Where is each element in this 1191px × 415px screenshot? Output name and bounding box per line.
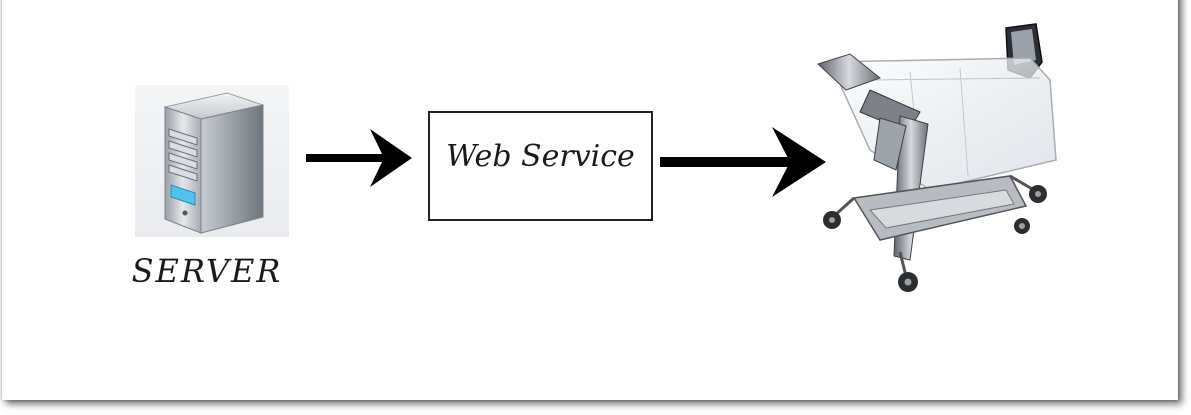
server-tower-icon bbox=[135, 85, 289, 237]
server-label: SERVER bbox=[131, 252, 283, 290]
shopping-cart-with-screen-icon bbox=[810, 20, 1060, 302]
arrow-server-to-web-service bbox=[304, 123, 414, 195]
web-service-label: Web Service bbox=[446, 138, 635, 174]
web-service-box: Web Service bbox=[428, 111, 653, 221]
diagram-panel: SERVER Web Service bbox=[2, 0, 1178, 400]
arrow-web-service-to-cart bbox=[658, 123, 828, 201]
